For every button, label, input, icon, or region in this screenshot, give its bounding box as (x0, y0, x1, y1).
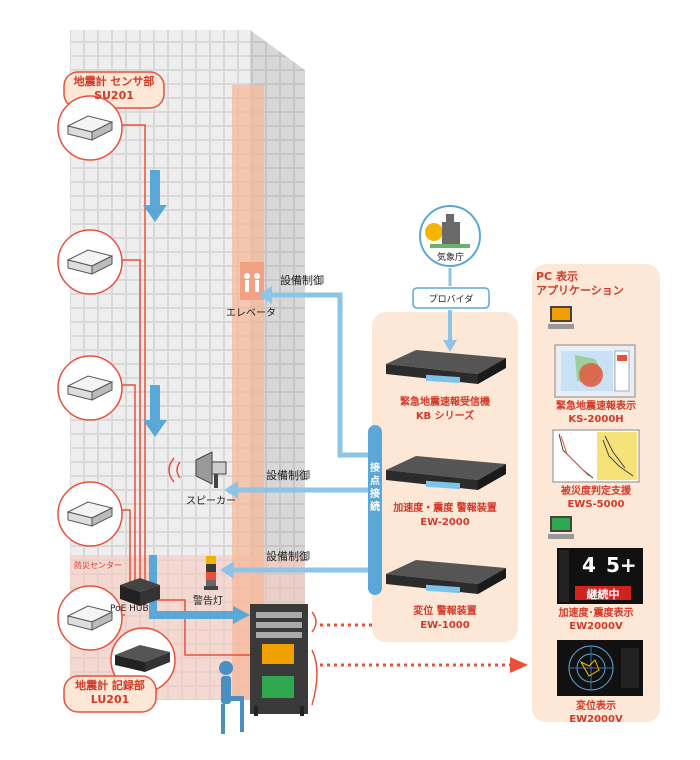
app-ks2000h-label: 緊急地震速報表示 KS-2000H (535, 400, 657, 426)
damage-support-screen (552, 429, 640, 483)
device-ew1000-label: 変位 警報装置 EW-1000 (380, 605, 510, 633)
recorder-label-box (63, 675, 157, 713)
intensity-value: 5+ (606, 553, 637, 577)
app-model: KS-2000H (568, 414, 624, 425)
speaker-label: スピーカー (186, 496, 236, 507)
jma-label: 気象庁 (437, 253, 465, 263)
app-name: 加速度･震度表示 (558, 608, 634, 619)
control-label-speaker: 設備制御 (266, 469, 310, 482)
disaster-center-label: 防災センター (74, 561, 122, 570)
pc-panel-title-line2: アプリケーション (536, 284, 624, 297)
device-name: 変位 警報装置 (413, 606, 477, 617)
app-name: 緊急地震速報表示 (556, 401, 636, 412)
device-model: EW-2000 (420, 517, 470, 528)
recorder-label: 地震計 記録部 LU201 (64, 679, 156, 707)
device-ew2000-label: 加速度・震度 警報装置 EW-2000 (380, 502, 510, 530)
displacement-screen (557, 640, 643, 696)
device-kb-label: 緊急地震速報受信機 KB シリーズ (380, 396, 510, 424)
pc-icon (548, 516, 574, 539)
contact-bus (368, 425, 382, 595)
warning-light-label: 警告灯 (193, 596, 223, 607)
sensor-unit (57, 355, 123, 421)
sensor-label-name: 地震計 センサ部 (73, 75, 155, 88)
app-ew2000v-displacement-label: 変位表示 EW2000V (535, 700, 657, 726)
poe-hub-label: PoE HUB (110, 604, 149, 614)
device-name: 加速度・震度 警報装置 (393, 503, 497, 514)
provider-box (412, 268, 490, 352)
seismic-sensors (57, 95, 123, 651)
flow-arrows (143, 170, 250, 624)
pc-panel-title: PC 表示 アプリケーション (536, 270, 624, 298)
sensor-unit (57, 95, 123, 161)
elevator-label: エレベータ (226, 308, 276, 319)
equipment-rack (250, 604, 318, 716)
pc-icon (548, 306, 574, 329)
device-model: EW-1000 (420, 620, 470, 631)
app-model: EW2000V (569, 714, 623, 725)
device-units (386, 350, 506, 594)
contact-char: 続 (370, 502, 380, 513)
provider-label: プロバイダ (428, 295, 474, 305)
jma-icon (419, 205, 481, 267)
app-name: 変位表示 (576, 701, 616, 712)
recorder-label-name: 地震計 記録部 (75, 679, 145, 692)
speaker-icon (168, 451, 227, 488)
app-ews5000-label: 被災度判定支援 EWS-5000 (535, 485, 657, 511)
elevator-shaft (232, 85, 264, 700)
operator-icon (219, 661, 244, 734)
intensity-screen (557, 548, 643, 604)
recorder-label-model: LU201 (90, 693, 130, 706)
app-model: EW2000V (569, 621, 623, 632)
sensor-unit (57, 585, 123, 651)
contact-char: 点 (370, 476, 380, 487)
eew-map-screen (554, 344, 636, 398)
intensity-value: 4 (582, 553, 596, 577)
device-model: KB シリーズ (415, 411, 475, 422)
contact-char: 接 (370, 463, 380, 474)
control-arrows (232, 292, 370, 573)
sensor-label: 地震計 センサ部 SU201 (64, 75, 164, 103)
app-name: 被災度判定支援 (561, 486, 631, 497)
contact-char: 接 (370, 489, 380, 500)
continuing-banner: 継続中 (586, 588, 620, 601)
sensor-label-model: SU201 (94, 89, 134, 102)
sensor-unit (57, 481, 123, 547)
control-label-light: 設備制御 (266, 550, 310, 563)
pc-panel-title-line1: PC 表示 (536, 270, 578, 283)
elevator-icon (240, 262, 264, 300)
poe-hub-device (120, 578, 160, 606)
contact-connection-label: 接 点 接 続 (368, 462, 382, 514)
app-model: EWS-5000 (567, 499, 625, 510)
control-label-elevator: 設備制御 (280, 274, 324, 287)
device-name: 緊急地震速報受信機 (400, 397, 490, 408)
sensor-unit (57, 229, 123, 295)
app-ew2000v-intensity-label: 加速度･震度表示 EW2000V (535, 607, 657, 633)
recorder-device (63, 627, 176, 713)
warning-light-icon (204, 556, 218, 590)
